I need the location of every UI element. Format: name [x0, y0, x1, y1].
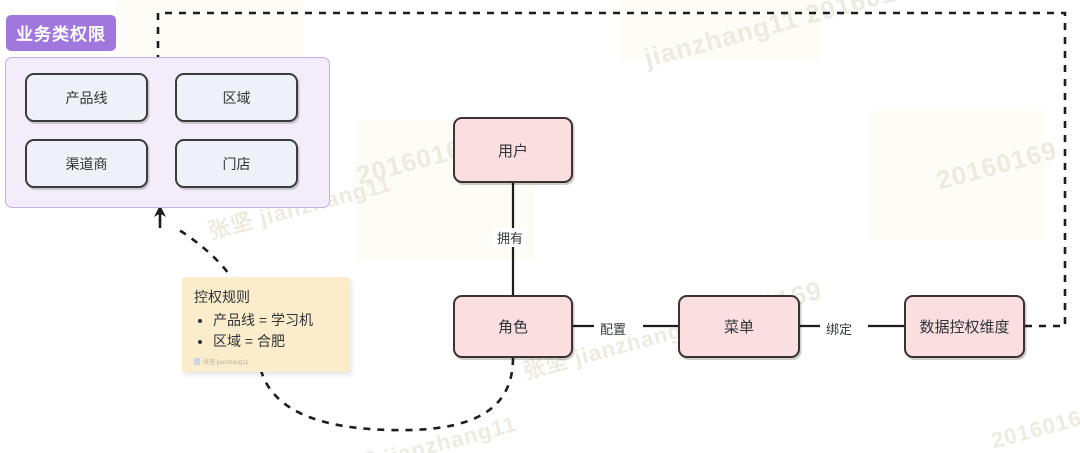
node-user[interactable]: 用户	[453, 117, 573, 183]
signature-stamp-icon	[194, 358, 200, 365]
control-rule-note[interactable]: 控权规则 产品线 = 学习机 区域 = 合肥 张坚 jianzhang11	[182, 277, 350, 372]
edge-label-owns: 拥有	[494, 228, 527, 247]
edge-label-bind: 绑定	[823, 319, 856, 338]
watermark-text: 张坚 jianzhang11	[330, 410, 520, 453]
watermark-text: 20160169	[933, 134, 1061, 196]
attribute-box-product-line[interactable]: 产品线	[25, 73, 148, 122]
note-signature: 张坚 jianzhang11	[194, 357, 338, 366]
node-menu[interactable]: 菜单	[678, 295, 800, 358]
note-title: 控权规则	[194, 289, 250, 305]
note-signature-text: 张坚 jianzhang11	[203, 360, 249, 366]
note-bullet-item: 区域 = 合肥	[213, 331, 338, 352]
watermark-text: jianzhang11 20160169	[640, 0, 930, 74]
watermark-blob	[620, 0, 820, 60]
watermark-blob	[870, 110, 1045, 240]
business-permission-badge: 业务类权限	[6, 15, 116, 51]
note-bullet-item: 产品线 = 学习机	[213, 310, 338, 331]
attribute-box-channel[interactable]: 渠道商	[25, 139, 148, 188]
watermark-text: 20160169	[988, 401, 1080, 453]
edge-label-configure: 配置	[597, 319, 630, 338]
node-role[interactable]: 角色	[453, 295, 573, 358]
node-data-control-dimension[interactable]: 数据控权维度	[904, 295, 1025, 358]
attribute-box-region[interactable]: 区域	[175, 73, 298, 122]
note-bullet-list: 产品线 = 学习机 区域 = 合肥	[194, 310, 338, 352]
attribute-box-store[interactable]: 门店	[175, 139, 298, 188]
